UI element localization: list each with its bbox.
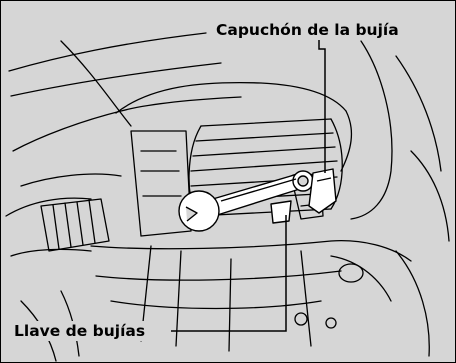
engine-block	[130, 130, 192, 237]
fairing-edge	[8, 32, 207, 72]
leader-lines	[171, 38, 326, 332]
spark-plug-wrench-label: Llave de bujías	[11, 321, 149, 341]
spark-plug-wrench	[178, 170, 314, 232]
hand-grip	[10, 198, 110, 257]
spark-plug-cap-label: Capuchón de la bujía	[213, 20, 402, 40]
cap-leader	[318, 38, 326, 173]
wrench-leader	[171, 215, 287, 332]
